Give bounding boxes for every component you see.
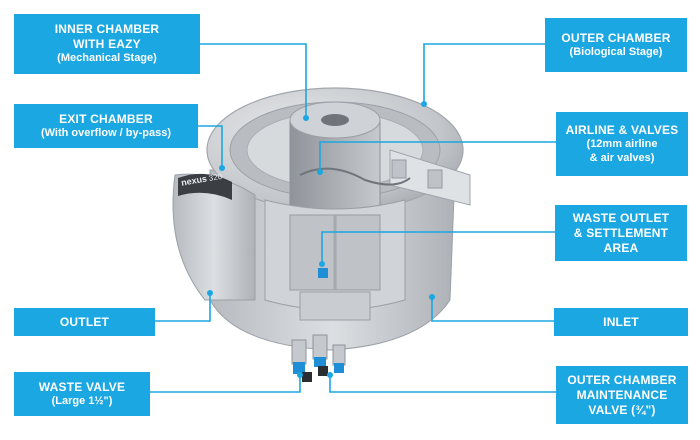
outlet-label: OUTLET [14, 308, 155, 336]
inner-chamber-sub: (Mechanical Stage) [57, 52, 157, 65]
waste-valve-title: WASTE VALVE [38, 379, 126, 394]
airline-valves-title: AIRLINE & VALVES [565, 122, 679, 137]
outer-chamber-sub: (Biological Stage) [569, 45, 663, 58]
exit-chamber-sub: (With overflow / by-pass) [40, 126, 172, 139]
leader-lines [150, 43, 556, 393]
exit-chamber-body [172, 173, 256, 301]
inner-chamber-label: INNER CHAMBER WITH EAZY (Mechanical Stag… [14, 14, 200, 74]
airline-valves-label: AIRLINE & VALVES (12mm airline & air val… [556, 112, 688, 176]
maintenance-valve-line-2: MAINTENANCE [576, 387, 668, 402]
outlet-title: OUTLET [59, 314, 110, 329]
airline-tube [299, 167, 411, 186]
maintenance-valve-label: OUTER CHAMBER MAINTENANCE VALVE (¾") [556, 366, 688, 424]
waste-outlet-line-1: WASTE OUTLET [572, 210, 670, 225]
maintenance-valve-line-1: OUTER CHAMBER [567, 372, 677, 387]
product-badge: nexus 320 [180, 172, 223, 188]
cutaway-section [264, 199, 406, 321]
outer-chamber-label: OUTER CHAMBER (Biological Stage) [545, 18, 687, 72]
badge-model: 320 [208, 172, 223, 183]
maintenance-valve-line-3: VALVE (¾") [588, 402, 656, 417]
airline-valves-sub-1: (12mm airline [586, 137, 658, 150]
inner-chamber-title-1: INNER CHAMBER [54, 22, 160, 37]
waste-outlet-line-3: AREA [603, 240, 639, 255]
outer-chamber-title: OUTER CHAMBER [561, 30, 671, 45]
waste-valve-sub: (Large 1½") [51, 394, 113, 407]
leader-dots [207, 101, 435, 378]
badge-brand: nexus [180, 173, 207, 187]
exit-chamber-label: EXIT CHAMBER (With overflow / by-pass) [14, 104, 198, 148]
bottom-valves [291, 334, 346, 382]
inner-chamber-title-2: WITH EAZY [73, 37, 141, 52]
inlet-title: INLET [603, 314, 639, 329]
exit-chamber-title: EXIT CHAMBER [59, 111, 153, 126]
airline-valves-sub-2: & air valves) [589, 151, 655, 164]
waste-valve-label: WASTE VALVE (Large 1½") [14, 372, 150, 416]
inlet-label: INLET [554, 308, 688, 336]
waste-outlet-line-2: & SETTLEMENT [573, 225, 669, 240]
outer-chamber-flange [389, 149, 471, 206]
waste-outlet-label: WASTE OUTLET & SETTLEMENT AREA [555, 205, 687, 261]
